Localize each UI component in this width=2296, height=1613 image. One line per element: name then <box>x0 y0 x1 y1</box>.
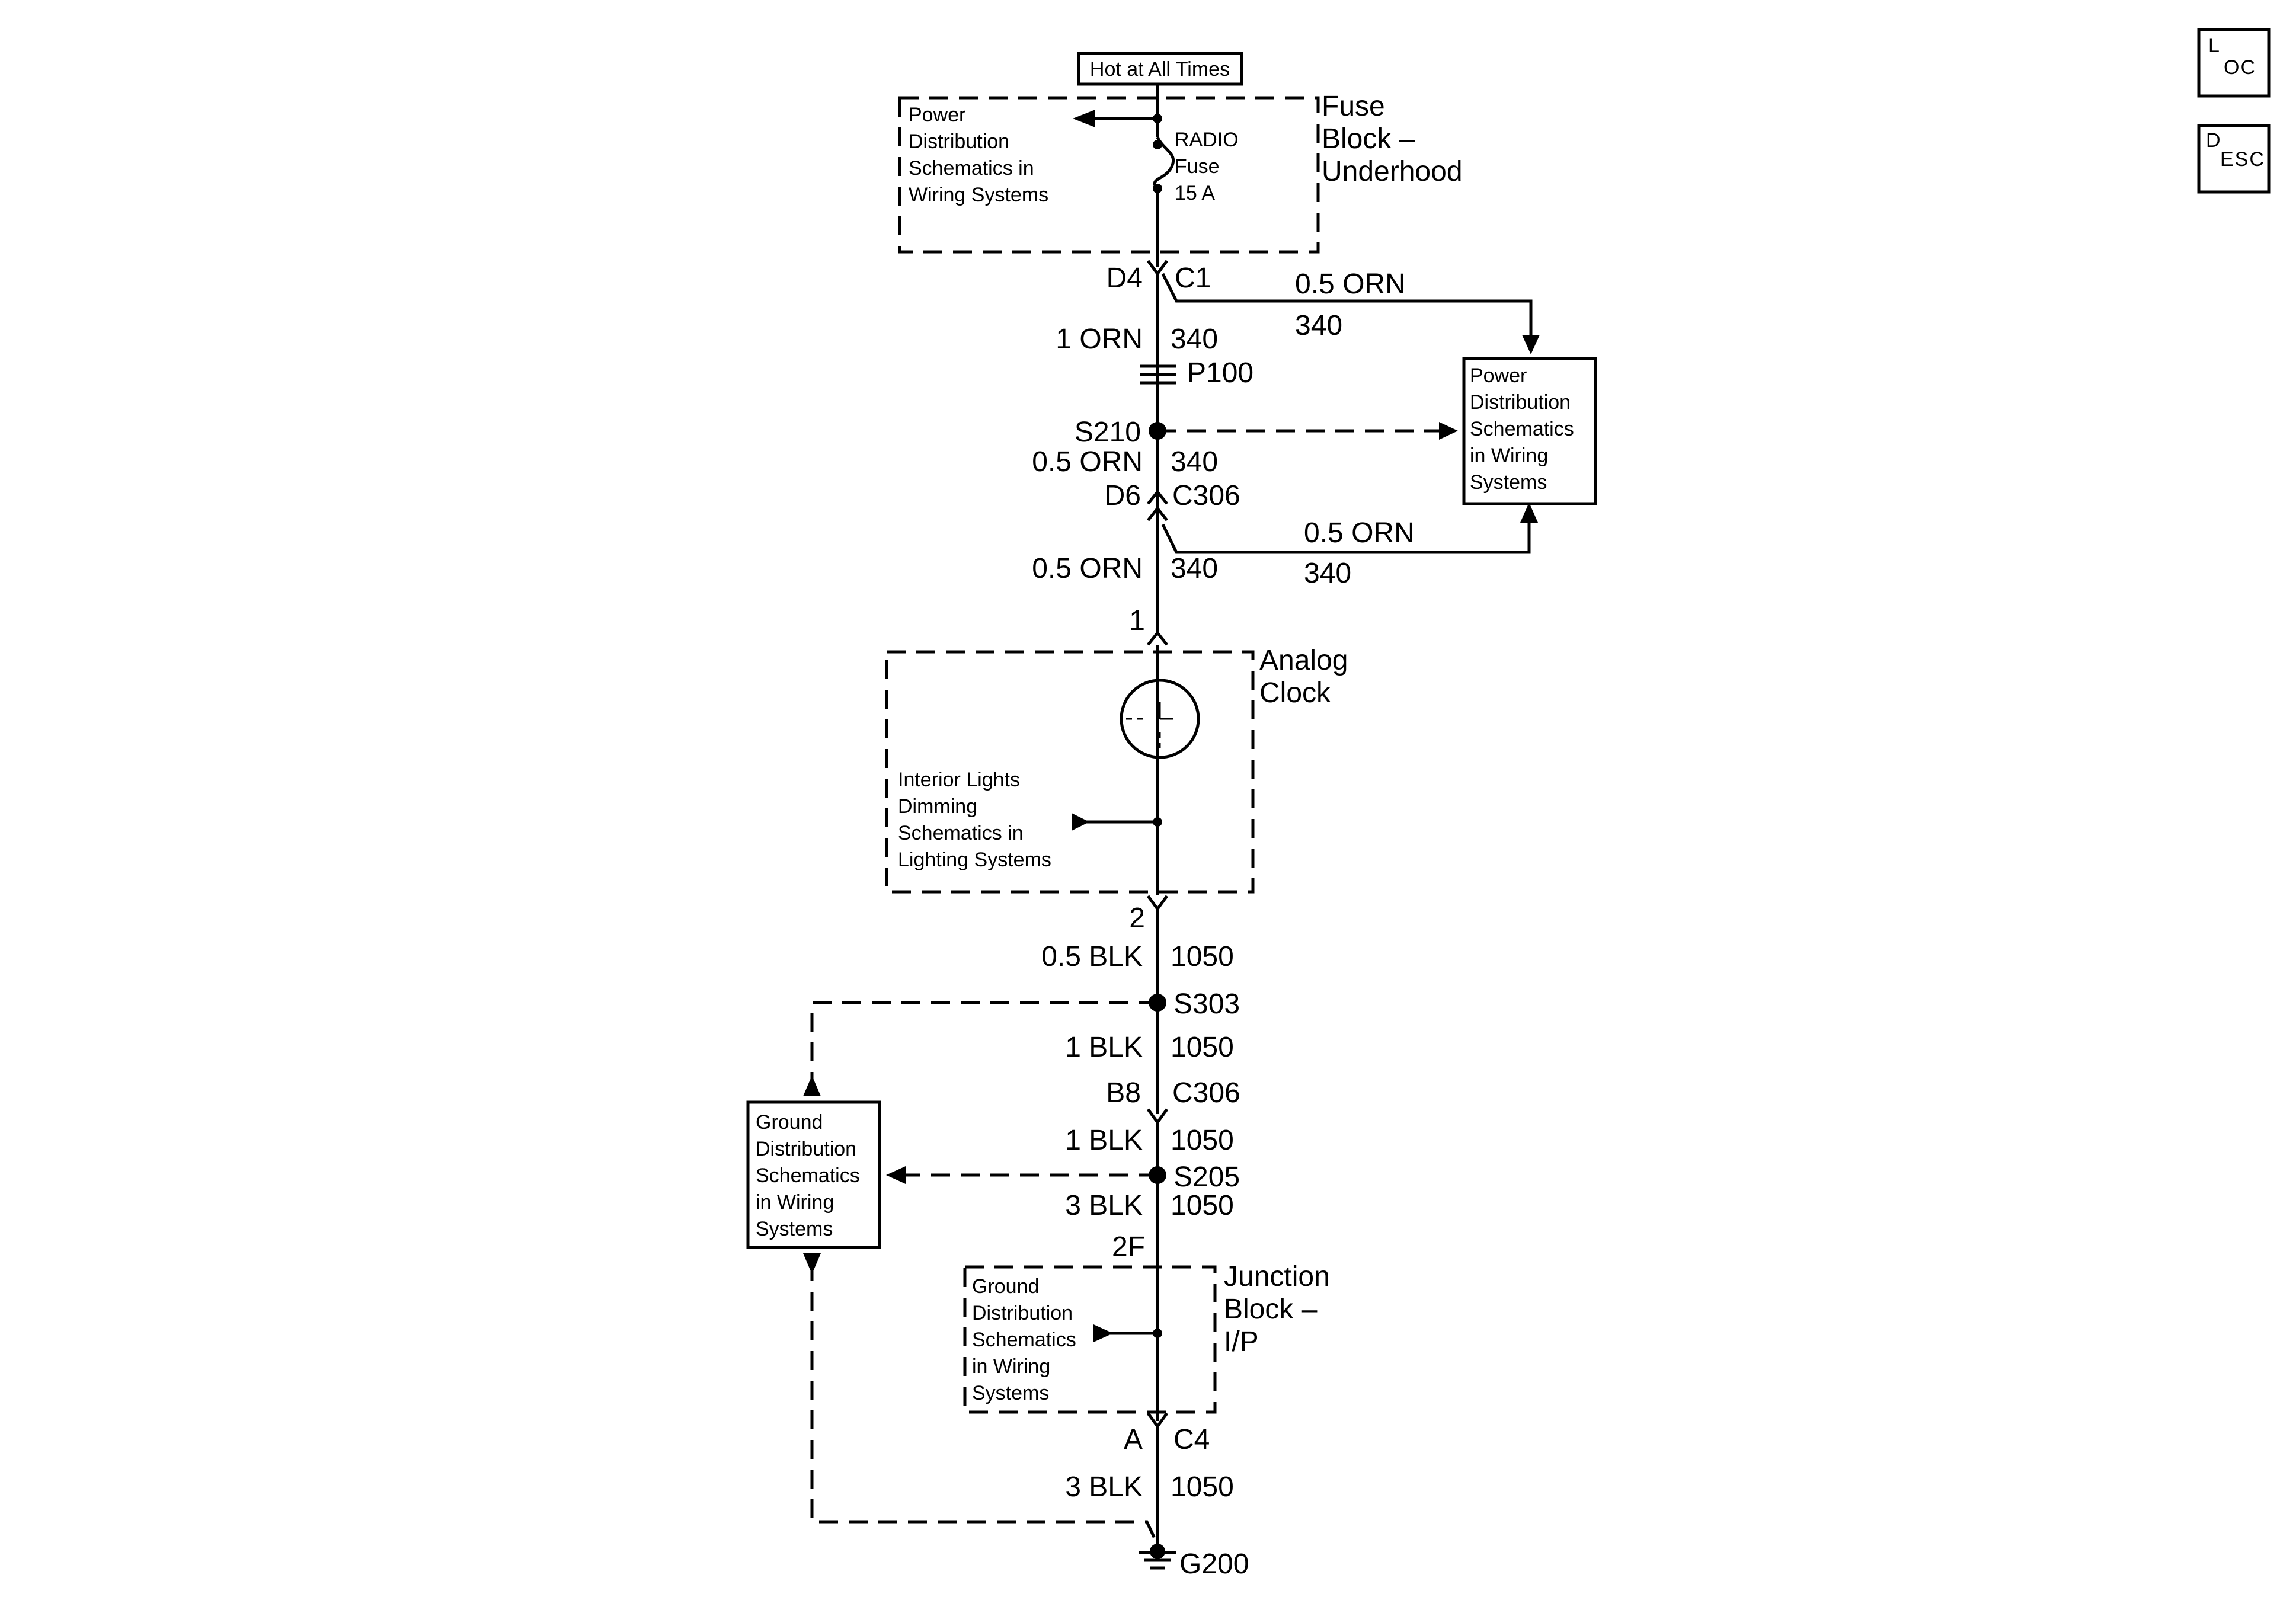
fuse-symbol <box>1153 136 1175 191</box>
power-ref-line-5: Systems <box>1470 471 1547 494</box>
wire-ground-3-gauge: 1 BLK <box>1065 1125 1143 1156</box>
splice-s303-label: S303 <box>1173 988 1240 1020</box>
splice-s210-dot <box>1149 422 1166 440</box>
analog-clock-outline <box>885 650 1255 894</box>
loc-icon-small: OC <box>2224 56 2256 79</box>
wire-main-2-circuit: 340 <box>1171 446 1218 478</box>
junction-ref-line-4: in Wiring <box>972 1355 1050 1378</box>
fuse-label-1: RADIO <box>1175 129 1239 151</box>
junction-pin: 2F <box>1112 1231 1145 1263</box>
hot-label: Hot at All Times <box>1090 58 1230 81</box>
clock-ref-line-2: Dimming <box>898 795 977 818</box>
ground-ref-line-2: Distribution <box>756 1138 856 1160</box>
fuse-label-2: Fuse <box>1175 155 1220 178</box>
ground-point-label: G200 <box>1179 1548 1249 1580</box>
loc-icon[interactable] <box>2197 28 2271 98</box>
power-ref-line-4: in Wiring <box>1470 444 1548 467</box>
junction-name-1: Junction <box>1224 1261 1330 1292</box>
branch-top-gauge: 0.5 ORN <box>1295 268 1406 300</box>
fuse-block-outline <box>898 96 1320 254</box>
wire-main-1-gauge: 1 ORN <box>1056 324 1143 355</box>
clock-name-1: Analog <box>1259 645 1348 676</box>
wire-main-3-gauge: 0.5 ORN <box>1032 553 1143 584</box>
desc-icon-big: D <box>2206 129 2221 152</box>
conn-c306-top-right: C306 <box>1172 480 1240 511</box>
fuse-block-name-3: Underhood <box>1322 156 1463 187</box>
conn-c4-right: C4 <box>1173 1424 1210 1455</box>
wire-ground-2-gauge: 1 BLK <box>1065 1032 1143 1063</box>
clock-name-2: Clock <box>1259 677 1331 709</box>
junction-name-2: Block – <box>1224 1294 1318 1325</box>
splice-s210-label: S210 <box>1075 417 1141 448</box>
power-ref-line-1: Power <box>1470 364 1527 387</box>
fuse-block-name-1: Fuse <box>1322 91 1385 122</box>
conn-top-left: D4 <box>1107 263 1143 294</box>
power-ref-line-2: Distribution <box>1470 391 1571 414</box>
clock-pin-2: 2 <box>1129 902 1145 934</box>
desc-icon[interactable] <box>2197 124 2271 194</box>
pass-through-label: P100 <box>1187 357 1253 389</box>
wire-ground-4-circuit: 1050 <box>1171 1190 1234 1221</box>
wire-ground-4-gauge: 3 BLK <box>1065 1190 1143 1221</box>
ground-ref-line-1: Ground <box>756 1111 823 1134</box>
power-distribution-ref-box[interactable] <box>1462 357 1597 505</box>
wire-main-1-circuit: 340 <box>1171 324 1218 355</box>
analog-clock-face <box>1120 679 1200 759</box>
junction-ref-line-3: Schematics <box>972 1329 1076 1351</box>
fuse-block-name-2: Block – <box>1322 123 1415 155</box>
wire-main-2-gauge: 0.5 ORN <box>1032 446 1143 478</box>
clock-ref-line-3: Schematics in <box>898 822 1024 844</box>
junction-ref-line-2: Distribution <box>972 1302 1073 1324</box>
wire-ground-2-circuit: 1050 <box>1171 1032 1234 1063</box>
conn-c306-bottom-left: B8 <box>1106 1077 1141 1109</box>
ground-ref-line-3: Schematics <box>756 1164 860 1187</box>
ground-ref-line-5: Systems <box>756 1218 833 1240</box>
wire-ground-1-gauge: 0.5 BLK <box>1041 941 1143 972</box>
conn-c306-bottom-right: C306 <box>1172 1077 1240 1109</box>
desc-icon-small: ESC <box>2220 148 2265 171</box>
splice-s205-dot <box>1149 1166 1166 1184</box>
junction-block-outline <box>963 1265 1217 1414</box>
junction-name-3: I/P <box>1224 1326 1259 1358</box>
ground-ref-line-4: in Wiring <box>756 1191 834 1214</box>
branch-c306-gauge: 0.5 ORN <box>1304 517 1415 549</box>
hot-label-box <box>1077 52 1243 86</box>
wire-ground-5-circuit: 1050 <box>1171 1471 1234 1503</box>
junction-ref-line-1: Ground <box>972 1275 1039 1298</box>
branch-top-circuit: 340 <box>1295 310 1342 341</box>
clock-ref-line-1: Interior Lights <box>898 769 1020 791</box>
fuse-block-ref-line-2: Distribution <box>909 130 1009 153</box>
conn-top-right: C1 <box>1175 263 1211 294</box>
branch-c306-circuit: 340 <box>1304 558 1351 589</box>
wire-ground-5-gauge: 3 BLK <box>1065 1471 1143 1503</box>
clock-pin-1: 1 <box>1129 605 1145 636</box>
fuse-block-ref-line-3: Schematics in <box>909 157 1034 180</box>
splice-s303-dot <box>1149 994 1166 1012</box>
conn-c4-left: A <box>1124 1424 1143 1455</box>
power-ref-line-3: Schematics <box>1470 418 1574 440</box>
fuse-block-ref-line-1: Power <box>909 104 965 126</box>
wire-ground-1-circuit: 1050 <box>1171 941 1234 972</box>
wire-ground-3-circuit: 1050 <box>1171 1125 1234 1156</box>
wire-main-3-circuit: 340 <box>1171 553 1218 584</box>
clock-ref-line-4: Lighting Systems <box>898 849 1051 871</box>
splice-s205-label: S205 <box>1173 1161 1240 1193</box>
ground-distribution-ref-box[interactable] <box>746 1100 881 1249</box>
conn-c306-top-left: D6 <box>1105 480 1141 511</box>
loc-icon-big: L <box>2208 34 2220 57</box>
fuse-block-ref-line-4: Wiring Systems <box>909 184 1048 206</box>
junction-ref-line-5: Systems <box>972 1382 1049 1404</box>
fuse-label-3: 15 A <box>1175 182 1215 204</box>
